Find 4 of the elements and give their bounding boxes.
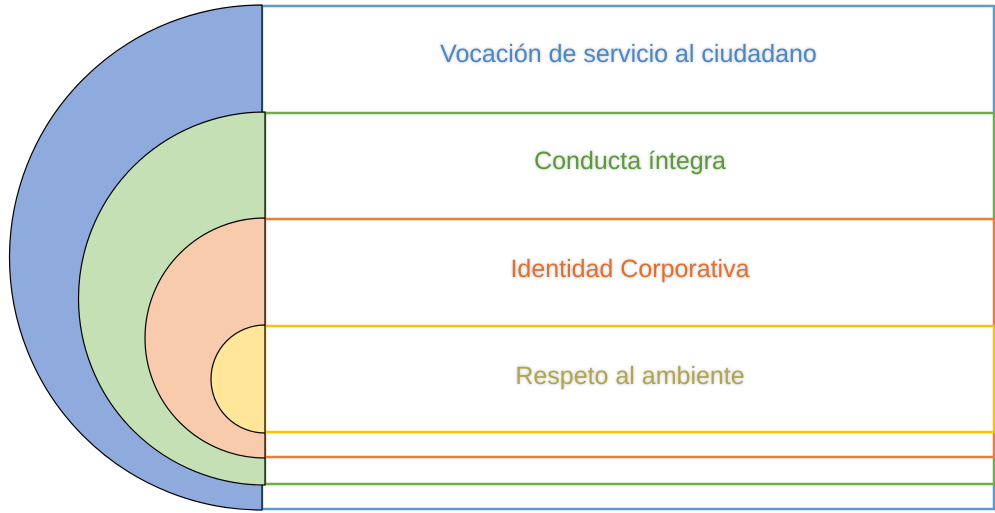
band-title: Vocación de servicio al ciudadano xyxy=(439,40,818,69)
band-title: Respeto al ambiente xyxy=(514,362,746,391)
band-title: Identidad Corporativa xyxy=(509,255,751,284)
band-title: Conducta íntegra xyxy=(533,147,727,176)
